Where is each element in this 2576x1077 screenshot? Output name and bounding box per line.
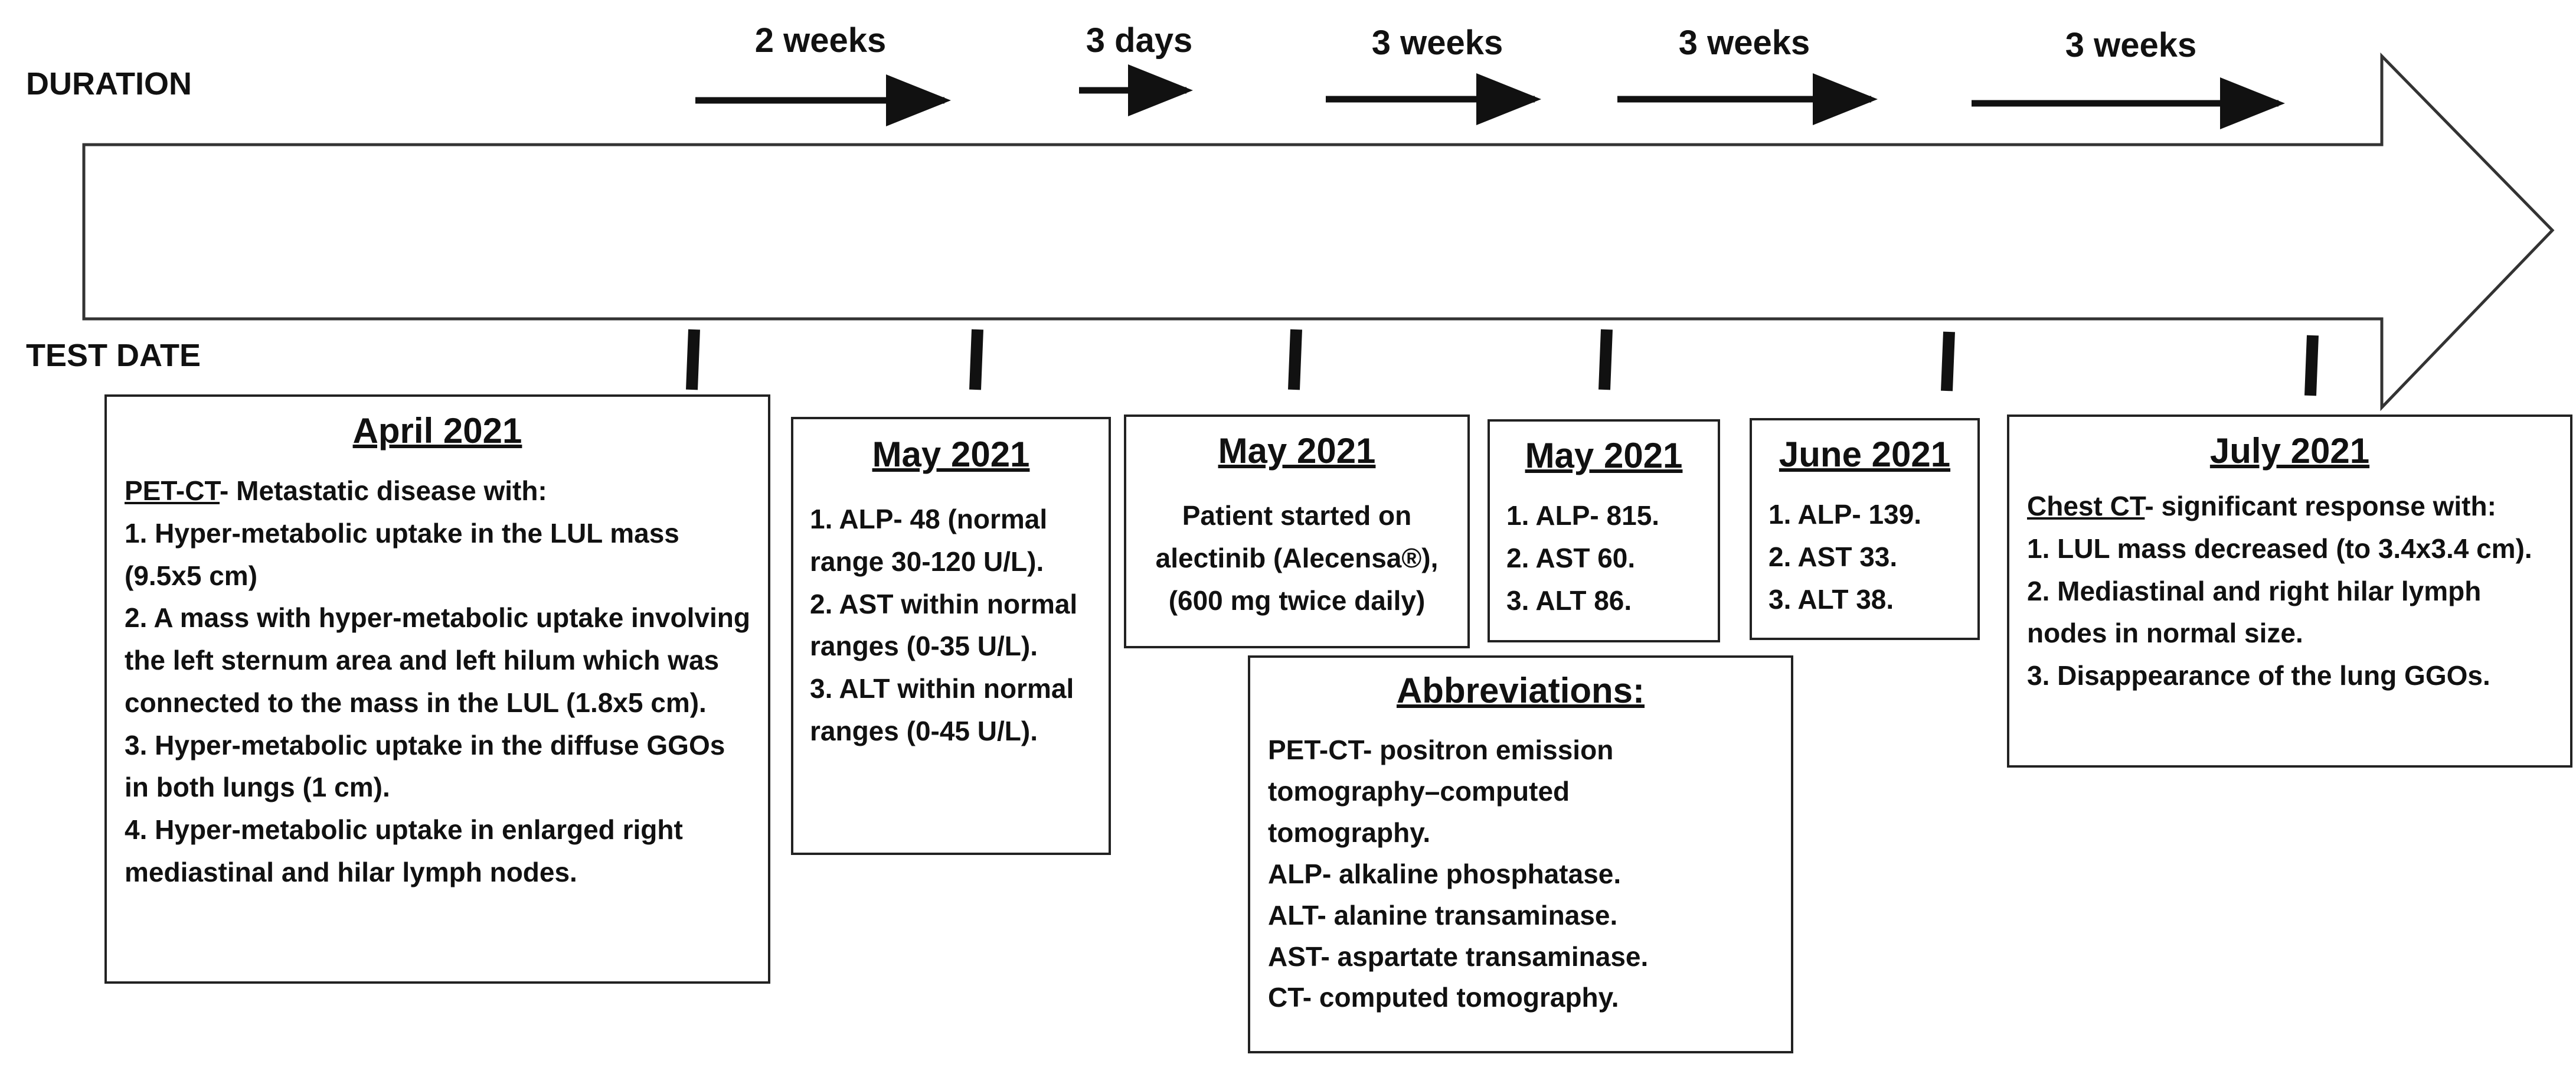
list-item: 3. Hyper-metabolic uptake in the diffuse… <box>125 729 725 803</box>
lab-list: 1. ALP- 139. 2. AST 33. 3. ALT 38. <box>1768 494 1961 621</box>
list-item: 1. Hyper-metabolic uptake in the LUL mas… <box>125 517 679 591</box>
lab-list: 1. ALP- 815. 2. AST 60. 3. ALT 86. <box>1506 495 1701 622</box>
list-item: 2. AST 60. <box>1506 542 1636 573</box>
list-item: 4. Hyper-metabolic uptake in enlarged ri… <box>125 814 683 887</box>
list-item: 3. ALT 86. <box>1506 585 1632 616</box>
duration-text-2: 3 days <box>1086 21 1193 60</box>
test-date-label: TEST DATE <box>26 338 201 373</box>
list-item: ALT- alanine transaminase. <box>1268 899 1618 931</box>
tick-marks <box>686 329 2319 396</box>
tick-mark-1 <box>686 329 700 390</box>
duration-text-3: 3 weeks <box>1371 24 1503 62</box>
event-date: May 2021 <box>872 435 1030 474</box>
list-item: 1. LUL mass decreased (to 3.4x3.4 cm). <box>2027 533 2532 564</box>
lead-term: Chest CT <box>2027 491 2145 521</box>
event-date: July 2021 <box>2209 431 2370 471</box>
tick-mark-2 <box>969 329 983 390</box>
event-date: June 2021 <box>1779 435 1951 474</box>
list-item: 2. A mass with hyper-metabolic uptake in… <box>125 602 750 718</box>
event-date: May 2021 <box>1525 436 1683 475</box>
tick-mark-4 <box>1598 329 1613 390</box>
list-item: 1. ALP- 48 (normal range 30-120 U/L). <box>810 504 1048 577</box>
list-item: ALP- alkaline phosphatase. <box>1268 858 1622 889</box>
event-lead: PET-CT- Metastatic disease with: <box>125 475 547 506</box>
treatment-text: Patient started on alectinib (Alecensa®)… <box>1155 500 1439 616</box>
list-item: 3. ALT 38. <box>1768 583 1894 615</box>
list-item: 2. AST within normal ranges (0-35 U/L). <box>810 588 1078 662</box>
tick-mark-5 <box>1941 331 1955 391</box>
duration-text-1: 2 weeks <box>754 21 887 60</box>
list-item: PET-CT- positron emission tomography–com… <box>1268 735 1614 848</box>
event-box-june-2021: June 2021 1. ALP- 139. 2. AST 33. 3. ALT… <box>1750 418 1980 640</box>
list-item: CT- computed tomography. <box>1268 982 1619 1013</box>
list-item: 2. Mediastinal and right hilar lymph nod… <box>2027 575 2482 649</box>
duration-label: DURATION <box>26 66 192 102</box>
duration-text-5: 3 weeks <box>2065 26 2197 64</box>
list-item: 3. Disappearance of the lung GGOs. <box>2027 660 2490 691</box>
event-box-may-2021-labs: May 2021 1. ALP- 48 (normal range 30-120… <box>791 417 1111 855</box>
event-date: April 2021 <box>352 411 522 451</box>
lab-list: 1. ALP- 48 (normal range 30-120 U/L). 2.… <box>810 498 1092 753</box>
tick-mark-3 <box>1288 329 1302 390</box>
abbreviations-box: Abbreviations: PET-CT- positron emission… <box>1248 655 1793 1053</box>
list-item: 3. ALT within normal ranges (0-45 U/L). <box>810 673 1074 746</box>
lead-term: PET-CT <box>125 475 220 506</box>
event-box-may-2021-treatment: May 2021 Patient started on alectinib (A… <box>1124 415 1470 648</box>
event-box-april-2021: April 2021 PET-CT- Metastatic disease wi… <box>104 394 770 984</box>
event-lead: Chest CT- significant response with: <box>2027 491 2496 521</box>
timeline-arrow <box>82 52 2555 412</box>
list-item: 1. ALP- 139. <box>1768 499 1922 530</box>
list-item: AST- aspartate transaminase. <box>1268 941 1649 972</box>
list-item: 1. ALP- 815. <box>1506 500 1660 531</box>
tick-mark-6 <box>2304 335 2319 396</box>
abbreviation-list: PET-CT- positron emission tomography–com… <box>1268 730 1773 1019</box>
event-box-july-2021: July 2021 Chest CT- significant response… <box>2007 415 2572 768</box>
finding-list: 1. LUL mass decreased (to 3.4x3.4 cm). 2… <box>2027 528 2552 697</box>
event-date: May 2021 <box>1218 431 1376 471</box>
event-box-may-2021-labs-2: May 2021 1. ALP- 815. 2. AST 60. 3. ALT … <box>1488 419 1720 642</box>
duration-text-4: 3 weeks <box>1678 24 1810 62</box>
abbreviations-title: Abbreviations: <box>1396 671 1645 710</box>
duration-arrows <box>695 64 2285 129</box>
list-item: 2. AST 33. <box>1768 541 1898 572</box>
finding-list: 1. Hyper-metabolic uptake in the LUL mas… <box>125 513 750 894</box>
